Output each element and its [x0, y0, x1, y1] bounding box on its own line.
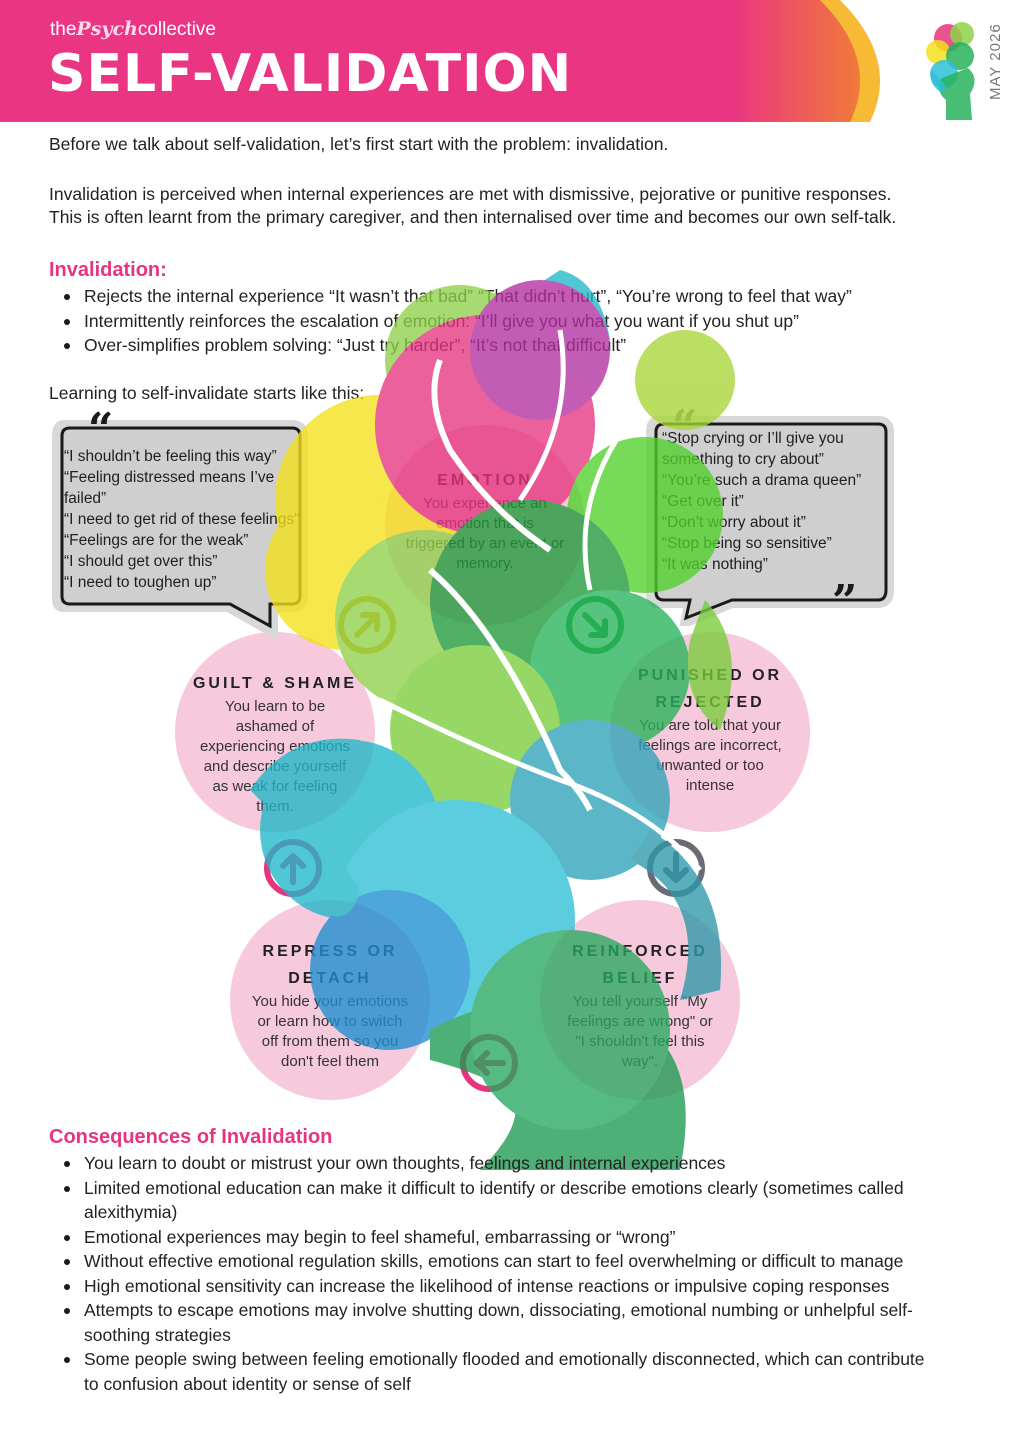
circle-text: them. — [256, 798, 294, 815]
circle-title: DETACH — [288, 970, 372, 987]
circle-title: GUILT & SHAME — [192, 675, 358, 692]
list-item: Without effective emotional regulation s… — [62, 1249, 982, 1274]
header-banner — [0, 0, 880, 122]
bubble-line: “Stop being so sensitive” — [662, 535, 832, 552]
bubble-line: “Feelings are for the weak” — [64, 532, 249, 549]
repress-circle: REPRESS OR DETACH You hide your emotions… — [230, 900, 430, 1100]
list-item: Attempts to escape emotions may involve … — [62, 1298, 982, 1347]
list-item-text: to confusion about identity or sense of … — [84, 1373, 411, 1394]
circle-text: as weak for feeling — [212, 778, 338, 795]
arrow-left-icon — [460, 1034, 518, 1092]
arrow-down-right-icon — [566, 596, 624, 654]
bubble-line: “Feeling distressed means I’ve — [64, 469, 275, 486]
consequences-list: You learn to doubt or mistrust your own … — [62, 1151, 982, 1396]
reinforced-circle: REINFORCED BELIEF You tell yourself "My … — [540, 900, 740, 1100]
consequences-heading: Consequences of Invalidation — [49, 1126, 333, 1148]
list-item: You learn to doubt or mistrust your own … — [62, 1151, 982, 1176]
circle-text: emotion that is — [436, 515, 534, 532]
circle-text: experiencing emotions — [199, 738, 351, 755]
caregiver-text: “Stop crying or I’ll give you something … — [662, 428, 861, 575]
circle-text: You are told that your — [638, 717, 782, 734]
intro-line: Invalidation is perceived when internal … — [49, 184, 892, 204]
circle-text: triggered by an event or — [405, 535, 565, 552]
bubble-line: “Stop crying or I’ll give you — [662, 430, 844, 447]
invalidation-heading: Invalidation: — [49, 259, 167, 281]
circle-text: don't feel them — [281, 1053, 379, 1070]
circle-text: "I shouldn't feel this — [575, 1033, 705, 1050]
circle-title: REPRESS OR — [262, 943, 398, 960]
intro-line: Before we talk about self-validation, le… — [49, 134, 669, 154]
circle-text: unwanted or too — [656, 757, 764, 774]
list-item: Rejects the internal experience “It wasn… — [62, 284, 982, 309]
brand-prefix: the — [50, 19, 77, 40]
circle-text: You tell yourself "My — [572, 993, 708, 1010]
invalidation-list: Rejects the internal experience “It wasn… — [62, 284, 982, 358]
list-item: Emotional experiences may begin to feel … — [62, 1225, 982, 1250]
brand-suffix: collective — [137, 19, 216, 40]
bubble-line: “You’re such a drama queen” — [662, 472, 862, 489]
list-item-text: Without effective emotional regulation s… — [84, 1251, 904, 1271]
guilt-circle: GUILT & SHAME You learn to be ashamed of… — [175, 632, 375, 832]
list-item-text: soothing strategies — [84, 1324, 231, 1345]
page-title: SELF-VALIDATION — [48, 44, 573, 104]
list-item-text: Emotional experiences may begin to feel … — [84, 1226, 676, 1247]
brand-script: Psych — [76, 18, 138, 40]
circle-text: You experience an — [423, 495, 547, 512]
arrow-down-icon — [647, 839, 705, 897]
close-quote-icon: ” — [832, 576, 858, 627]
emotion-circle: EMOTION You experience an emotion that i… — [385, 425, 585, 625]
punished-circle: PUNISHED OR REJECTED You are told that y… — [610, 632, 810, 832]
list-item: High emotional sensitivity can increase … — [62, 1274, 982, 1299]
list-item-text: Some people swing between feeling emotio… — [84, 1349, 925, 1369]
arrow-up-icon — [264, 839, 322, 897]
intro-line: This is often learnt from the primary ca… — [49, 207, 897, 227]
list-item: Intermittently reinforces the escalation… — [62, 309, 982, 334]
bubble-line: “Get over it” — [662, 493, 744, 510]
circle-title: PUNISHED OR — [637, 667, 783, 684]
bubble-line: “I need to get rid of these feelings” — [64, 511, 300, 528]
circle-text: or learn how to switch — [257, 1013, 403, 1030]
circle-title: EMOTION — [437, 472, 533, 489]
list-item: Some people swing between feeling emotio… — [62, 1347, 982, 1396]
issue-date: MAY 2026 — [987, 23, 1004, 100]
circle-text: feelings are incorrect, — [638, 737, 782, 754]
bubble-line: “I need to toughen up” — [64, 574, 217, 591]
list-item-text: Attempts to escape emotions may involve … — [84, 1300, 913, 1320]
circle-text: way". — [621, 1053, 659, 1070]
learning-line: Learning to self-invalidate starts like … — [49, 383, 365, 403]
bubble-line: “I shouldn’t be feeling this way” — [64, 448, 277, 465]
circle-text: feelings are wrong" or — [567, 1013, 713, 1030]
list-item-text: alexithymia) — [84, 1202, 178, 1222]
list-item: Over-simplifies problem solving: “Just t… — [62, 333, 982, 358]
self-talk-text: “I shouldn’t be feeling this way” “Feeli… — [64, 446, 299, 593]
circle-text: memory. — [456, 555, 514, 572]
open-quote-icon: “ — [88, 404, 114, 455]
bubble-line: something to cry about” — [662, 451, 824, 468]
arrow-up-right-icon — [338, 596, 396, 654]
circle-title: REINFORCED — [572, 943, 708, 960]
circle-text: ashamed of — [235, 718, 315, 735]
circle-title: BELIEF — [602, 970, 678, 987]
circle-text: off from them so you — [261, 1033, 399, 1050]
circle-text: and describe yourself — [203, 758, 347, 775]
circle-text: You learn to be — [224, 698, 326, 715]
head-logo-icon — [926, 22, 975, 120]
bubble-line: “It was nothing” — [662, 556, 768, 573]
list-item-text: You learn to doubt or mistrust your own … — [84, 1153, 726, 1173]
circle-text: intense — [685, 777, 735, 794]
brand-wordmark: thePsychcollective — [50, 18, 216, 41]
bubble-line: “I should get over this” — [64, 553, 218, 570]
bubble-line: failed” — [64, 490, 107, 507]
circle-text: You hide your emotions — [251, 993, 409, 1010]
list-item-text: High emotional sensitivity can increase … — [84, 1275, 890, 1296]
circle-title: REJECTED — [655, 694, 765, 711]
list-item: Limited emotional education can make it … — [62, 1176, 982, 1225]
list-item-text: Limited emotional education can make it … — [84, 1177, 904, 1198]
bubble-line: “Don’t worry about it” — [662, 514, 806, 531]
